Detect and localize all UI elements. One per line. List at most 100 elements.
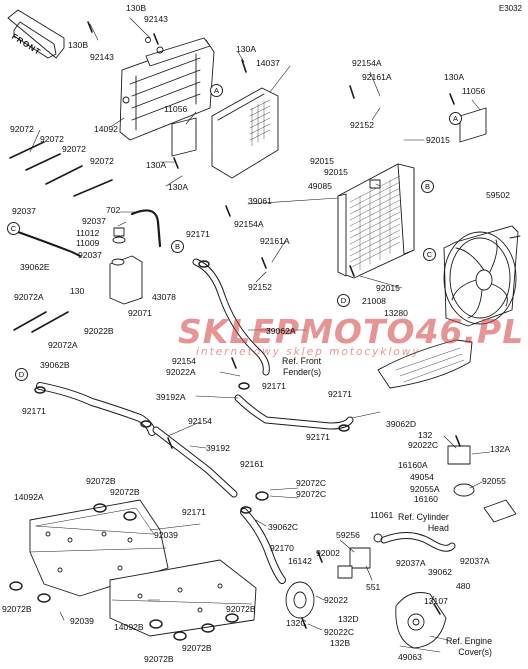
- callout-b: B: [171, 240, 184, 253]
- part-label: 92037: [12, 206, 36, 216]
- front-arrow: [7, 9, 65, 59]
- part-label: 43078: [152, 292, 176, 302]
- part-label: 92039: [70, 616, 94, 626]
- part-label: 92143: [90, 52, 114, 62]
- part-label: 132D: [338, 614, 359, 624]
- part-label: 92015: [376, 283, 400, 293]
- part-label: 92022C: [324, 627, 355, 637]
- callout-d: D: [337, 294, 350, 307]
- part-label: 16160A: [398, 460, 428, 470]
- watermark-subtitle: internetowy sklep motocyklowy: [196, 346, 421, 358]
- part-label: 92143: [144, 14, 168, 24]
- part-label: 92154: [172, 356, 196, 366]
- part-label: 14092B: [114, 622, 144, 632]
- part-label: 11056: [164, 104, 188, 114]
- part-label: 39062D: [386, 419, 417, 429]
- part-label: 92161: [240, 459, 264, 469]
- part-label: 92152: [248, 282, 272, 292]
- part-label: 92072C: [296, 478, 327, 488]
- ring-clamps: [9, 260, 350, 641]
- ref-engine-line1: Ref. Engine: [446, 636, 492, 646]
- callout-a: A: [449, 112, 462, 125]
- part-label: 130B: [126, 3, 147, 13]
- part-label: 92002: [316, 548, 340, 558]
- part-label: 92055A: [410, 484, 440, 494]
- ref-fender: Ref. Front Fender(s): [282, 356, 321, 378]
- part-label: 92022B: [84, 326, 114, 336]
- part-label: 92161A: [260, 236, 290, 246]
- ref-cylinder-line2: Head: [427, 523, 449, 533]
- part-label: 92072A: [48, 340, 78, 350]
- part-label: 92022A: [166, 367, 196, 377]
- ref-fender-line1: Ref. Front: [282, 356, 322, 366]
- part-label: 92015: [310, 156, 334, 166]
- cooling-fan: [443, 225, 521, 327]
- thermostat-housing: [447, 445, 517, 523]
- part-label: 92072B: [2, 604, 32, 614]
- part-label: 11061: [370, 510, 394, 520]
- part-label: 130A: [168, 182, 189, 192]
- part-label: 14037: [256, 58, 280, 68]
- part-label: 92037: [78, 250, 102, 260]
- part-label: 59256: [336, 530, 360, 540]
- part-label: 92037A: [460, 556, 490, 566]
- part-label: 14092A: [14, 492, 44, 502]
- part-label: 11056: [462, 86, 486, 96]
- ref-engine-line2: Cover(s): [458, 647, 492, 657]
- part-label: 92170: [270, 543, 294, 553]
- part-label: 39192: [206, 443, 230, 453]
- bolts: [87, 21, 461, 629]
- callout-a: A: [210, 84, 223, 97]
- part-label: 13280: [384, 308, 408, 318]
- part-label: 130B: [68, 40, 89, 50]
- bracket-right: [459, 107, 487, 143]
- part-label: 13107: [424, 596, 448, 606]
- part-label: 130: [70, 286, 85, 296]
- part-label: 92037: [82, 216, 106, 226]
- part-label: 92037A: [396, 558, 426, 568]
- radiator-shroud: [119, 37, 215, 141]
- skid-plate-14092b: [109, 559, 257, 637]
- ref-engine-cover: Ref. Engine Cover(s): [446, 636, 492, 658]
- hose-39062e: [17, 231, 81, 257]
- part-label: 92154A: [234, 219, 264, 229]
- part-label: 130A: [444, 72, 465, 82]
- part-label: 132B: [330, 638, 351, 648]
- part-label: 702: [106, 205, 121, 215]
- part-label: 39061: [248, 196, 272, 206]
- part-label: 39062A: [266, 326, 296, 336]
- callout-d: D: [15, 368, 28, 381]
- part-label: 92039: [154, 530, 178, 540]
- watermark: SKLEPMOTO46.PL: [178, 312, 525, 351]
- part-label: 132A: [490, 444, 511, 454]
- part-label: 92072: [40, 134, 64, 144]
- fender-reference: [377, 339, 473, 389]
- part-label: 551: [366, 582, 381, 592]
- part-label: 130A: [146, 160, 167, 170]
- leader-lines: [29, 17, 491, 653]
- part-label: 92171: [182, 507, 206, 517]
- part-label: 39062: [428, 567, 452, 577]
- part-label: 92171: [306, 432, 330, 442]
- part-label: 92171: [262, 381, 286, 391]
- part-label: 92072B: [226, 604, 256, 614]
- part-label: 39062E: [20, 262, 50, 272]
- callout-c: C: [423, 248, 436, 261]
- part-label: 92072A: [14, 292, 44, 302]
- part-label: 92072B: [86, 476, 116, 486]
- part-label: 92161A: [362, 72, 392, 82]
- part-label: 11012: [76, 228, 100, 238]
- part-label: 92171: [328, 389, 352, 399]
- part-label: 92154A: [352, 58, 382, 68]
- part-label: 92072B: [144, 654, 174, 664]
- bracket-left: [171, 117, 197, 157]
- part-label: 92022C: [408, 440, 439, 450]
- part-label: 92072: [90, 156, 114, 166]
- part-label: 39062C: [268, 522, 299, 532]
- water-pump: [285, 533, 383, 619]
- part-label: 130A: [236, 44, 257, 54]
- part-label: 92154: [188, 416, 212, 426]
- part-label: 92015: [426, 135, 450, 145]
